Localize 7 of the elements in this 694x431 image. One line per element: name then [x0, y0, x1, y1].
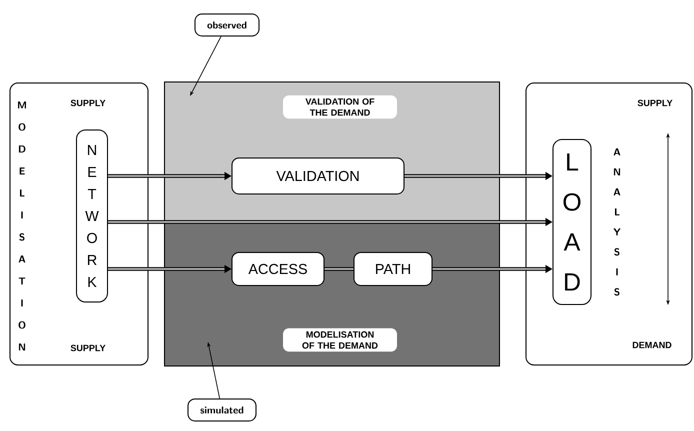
- process-box: ACCESS: [232, 252, 324, 286]
- process-box: LOAD: [552, 139, 592, 305]
- process-box: PATH: [354, 252, 432, 286]
- process-box: VALIDATION: [232, 158, 404, 194]
- callout-bubble: simulated: [188, 398, 256, 422]
- callout-bubble: observed: [194, 14, 260, 36]
- process-box: NETWORK: [76, 130, 108, 302]
